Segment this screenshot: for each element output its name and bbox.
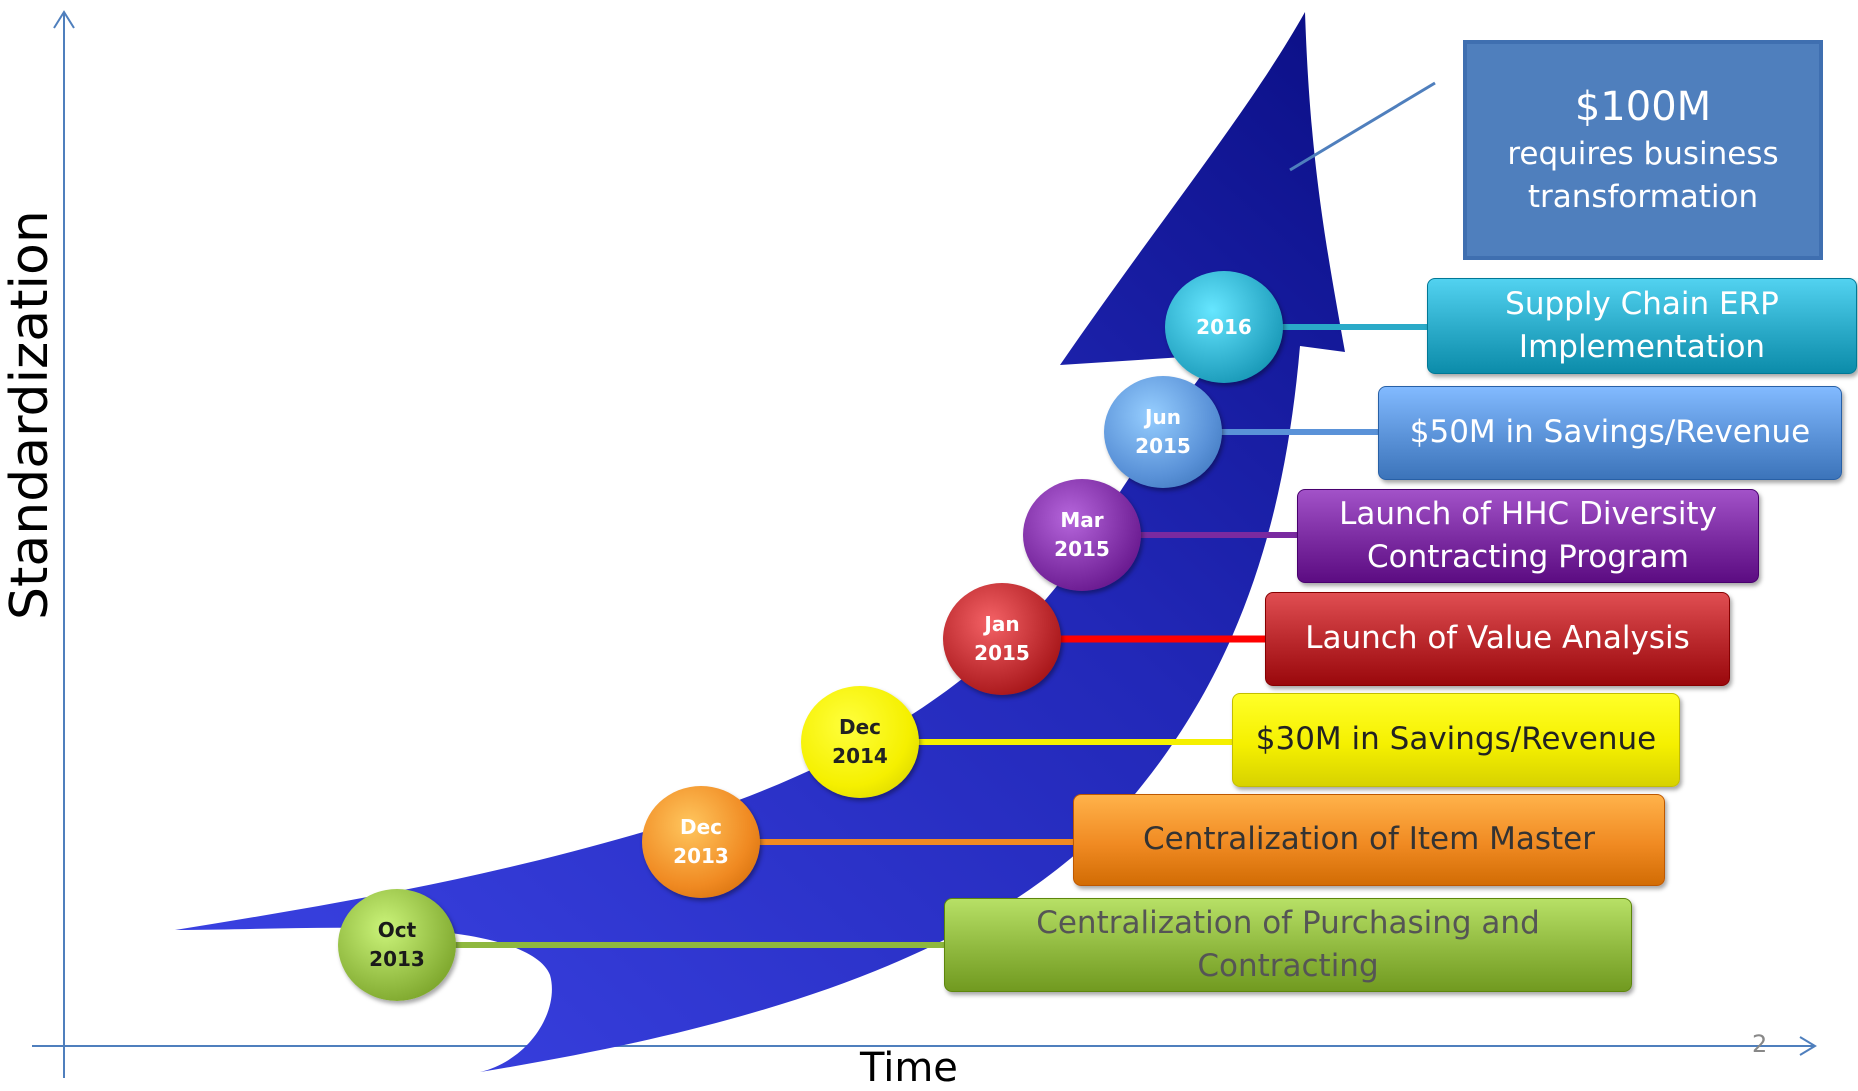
headline-amount: $100M <box>1574 83 1712 130</box>
milestone-box-jun-2015: $50M in Savings/Revenue <box>1378 386 1842 480</box>
milestone-year: 2013 <box>369 947 425 971</box>
milestone-box-jan-2015: Launch of Value Analysis <box>1265 592 1730 686</box>
milestone-month: Mar <box>1060 508 1104 532</box>
milestone-month: Dec <box>838 715 882 739</box>
milestone-box-2016: Supply Chain ERP Implementation <box>1427 278 1857 374</box>
x-axis-label: Time <box>860 1045 958 1091</box>
milestone-date-jun-2015: Jun 2015 <box>1104 376 1222 488</box>
milestone-text-line2: Implementation <box>1518 329 1766 365</box>
milestone-text-line1: Centralization of Purchasing and <box>1036 904 1540 941</box>
milestone-date-mar-2015: Mar 2015 <box>1023 479 1141 591</box>
milestone-text-line1: Supply Chain ERP <box>1505 285 1779 322</box>
headline-line2: transformation <box>1527 179 1759 215</box>
x-axis-arrowhead <box>1799 1036 1817 1056</box>
milestone-year: 2016 <box>1196 314 1252 339</box>
milestone-month: Oct <box>377 918 417 942</box>
milestone-year: 2015 <box>1135 434 1191 458</box>
milestone-date-dec-2013: Dec 2013 <box>642 786 760 898</box>
milestone-text-line1: $30M in Savings/Revenue <box>1255 721 1657 758</box>
y-axis-arrowhead <box>53 10 75 29</box>
milestone-text-line1: Launch of HHC Diversity <box>1339 495 1717 532</box>
milestone-box-oct-2013: Centralization of Purchasing and Contrac… <box>944 898 1632 992</box>
milestone-date-jan-2015: Jan 2015 <box>943 583 1061 695</box>
y-axis-label: Standardization <box>0 210 60 620</box>
milestone-box-mar-2015: Launch of HHC Diversity Contracting Prog… <box>1297 489 1759 583</box>
milestone-box-dec-2014: $30M in Savings/Revenue <box>1232 693 1680 787</box>
milestone-date-2016: 2016 <box>1165 271 1283 383</box>
headline-box: $100M requires business transformation <box>1463 40 1823 260</box>
headline-connector <box>1289 81 1436 172</box>
milestone-year: 2015 <box>1054 537 1110 561</box>
headline-line1: requires business <box>1507 135 1779 172</box>
milestone-text-line1: $50M in Savings/Revenue <box>1409 414 1811 451</box>
page-number: 2 <box>1752 1030 1768 1058</box>
milestone-month: Jun <box>1145 405 1181 429</box>
milestone-month: Jan <box>984 612 1020 636</box>
milestone-year: 2014 <box>832 744 888 768</box>
milestone-year: 2013 <box>673 844 729 868</box>
milestone-text-line2: Contracting Program <box>1367 539 1689 575</box>
milestone-year: 2015 <box>974 641 1030 665</box>
milestone-text-line2: Contracting <box>1197 948 1379 984</box>
milestone-date-dec-2014: Dec 2014 <box>801 686 919 798</box>
milestone-text-line1: Centralization of Item Master <box>1142 821 1595 858</box>
milestone-date-oct-2013: Oct 2013 <box>338 889 456 1001</box>
growth-arrow <box>175 12 1345 1072</box>
milestone-month: Dec <box>679 815 723 839</box>
milestone-box-dec-2013: Centralization of Item Master <box>1073 794 1665 886</box>
milestone-text-line1: Launch of Value Analysis <box>1305 620 1690 657</box>
